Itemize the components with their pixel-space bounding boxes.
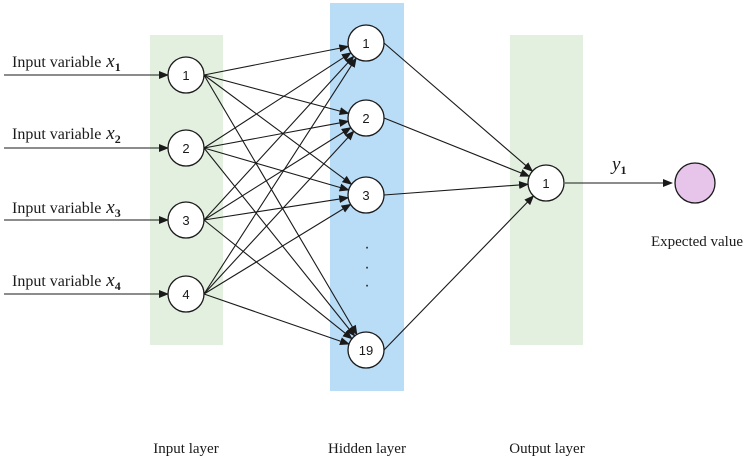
svg-text:·: · — [364, 259, 369, 276]
edge-input3-hidden4 — [203, 219, 353, 340]
svg-text:2: 2 — [362, 111, 369, 126]
edge-input1-hidden4 — [203, 74, 358, 336]
output-node-1: 1 — [527, 164, 565, 202]
edge-hidden3-output1 — [383, 180, 529, 196]
hidden-node-3: 3 — [347, 176, 385, 214]
edge-input3-hidden1 — [203, 55, 355, 221]
input-node-3: 3 — [167, 201, 205, 239]
input-layer-label: Input layer — [153, 441, 218, 457]
hidden-node-2: 2 — [347, 99, 385, 137]
expected-value-node — [674, 162, 716, 204]
hidden-node-19: 19 — [347, 331, 385, 369]
svg-text:·: · — [364, 277, 369, 294]
svg-text:4: 4 — [182, 287, 189, 302]
edge-input4-hidden2 — [203, 130, 355, 295]
output-layer-label: Output layer — [509, 441, 584, 457]
output-variable-label: y1 — [610, 154, 626, 177]
svg-text:3: 3 — [362, 188, 369, 203]
edge-hidden4-output1 — [383, 195, 535, 351]
edge-input4-hidden1 — [203, 57, 357, 295]
svg-text:1: 1 — [362, 36, 369, 51]
edge-input2-hidden1 — [203, 52, 352, 149]
expected-value-label: Expected value — [651, 234, 743, 250]
edge-input3-hidden2 — [203, 127, 352, 221]
svg-text:2: 2 — [182, 141, 189, 156]
edge-input4-hidden3 — [203, 203, 352, 295]
edge-hidden2-output1 — [383, 117, 531, 177]
edge-input2-hidden4 — [203, 147, 356, 337]
edge-input1-hidden3 — [203, 74, 353, 185]
edge-input1-hidden2 — [203, 74, 350, 115]
svg-text:1: 1 — [182, 68, 189, 83]
hidden-node-ellipsis: · · · — [364, 239, 369, 294]
svg-text:1: 1 — [542, 176, 549, 191]
hidden-layer-label: Hidden layer — [328, 441, 406, 457]
input-node-1: 1 — [167, 56, 205, 94]
edge-input2-hidden3 — [203, 147, 350, 192]
edge-input1-hidden1 — [203, 44, 350, 76]
edge-input2-hidden2 — [203, 119, 350, 149]
input-node-4: 4 — [167, 275, 205, 313]
connections — [4, 42, 535, 351]
edge-input3-hidden3 — [203, 195, 350, 221]
input-node-2: 2 — [167, 129, 205, 167]
edge-hidden1-output1 — [383, 42, 534, 172]
edge-input4-hidden4 — [203, 293, 350, 345]
svg-text:·: · — [364, 239, 369, 256]
svg-text:3: 3 — [182, 213, 189, 228]
hidden-node-1: 1 — [347, 24, 385, 62]
svg-text:19: 19 — [359, 343, 373, 358]
